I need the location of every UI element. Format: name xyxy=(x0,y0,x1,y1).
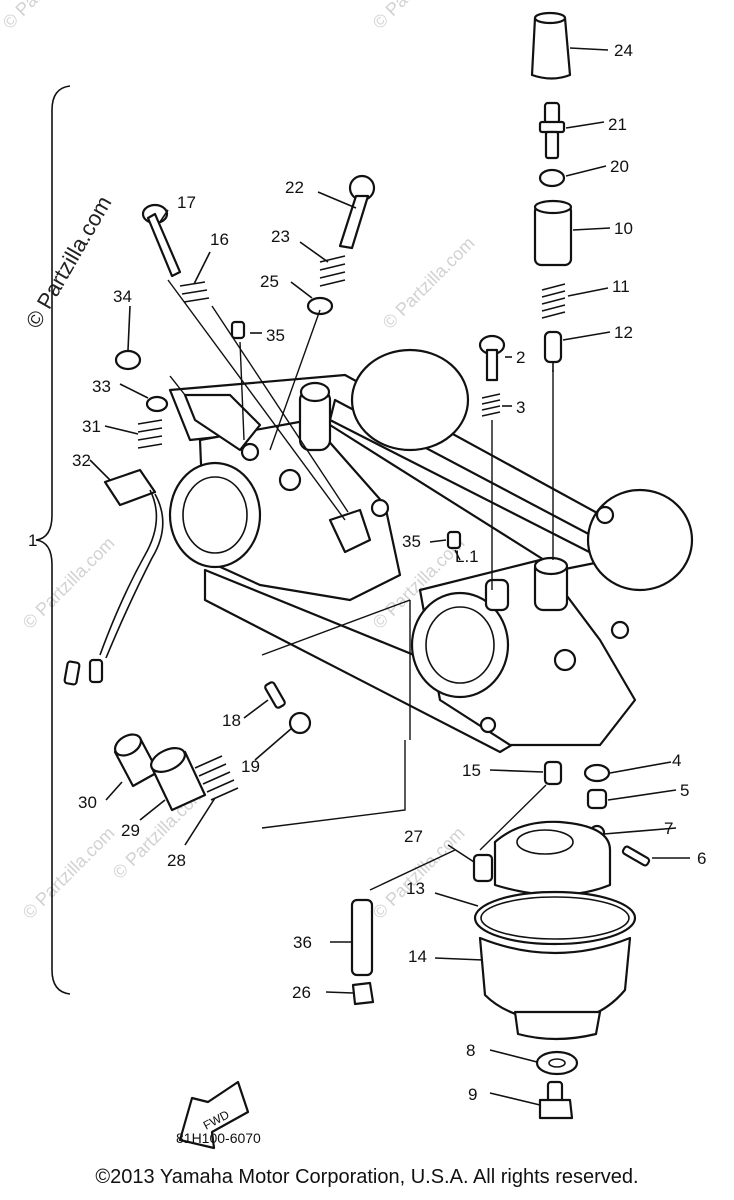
part-6 xyxy=(621,845,651,867)
callout-29: 29 xyxy=(121,821,140,840)
part-14 xyxy=(478,936,632,1024)
callout-25: 25 xyxy=(260,272,279,291)
part-12 xyxy=(543,330,563,364)
part-36 xyxy=(350,898,374,977)
fwd-arrow-icon xyxy=(178,1080,250,1150)
part-20 xyxy=(538,168,566,188)
part-26 xyxy=(351,981,375,1006)
part-35 xyxy=(446,530,462,550)
callout-9: 9 xyxy=(468,1085,477,1104)
callout-20: 20 xyxy=(610,157,629,176)
part-33 xyxy=(145,395,169,413)
callout-33: 33 xyxy=(92,377,111,396)
part-16 xyxy=(179,281,210,303)
callout-8: 8 xyxy=(466,1041,475,1060)
part-4 xyxy=(583,763,611,783)
part-21 xyxy=(543,101,561,125)
callout-27: 27 xyxy=(404,827,423,846)
watermark: © Partzilla.com xyxy=(369,0,469,33)
part-25 xyxy=(306,296,334,316)
callout-1: 1 xyxy=(28,531,37,550)
diagram-code: 81H100-6070 xyxy=(176,1130,261,1146)
callout-16: 16 xyxy=(210,230,229,249)
watermark-dark: © Partzilla.com xyxy=(21,192,117,333)
assembly-lines xyxy=(167,279,554,891)
part-5 xyxy=(586,788,608,810)
part-15 xyxy=(543,760,563,786)
callout-21: 21 xyxy=(608,115,627,134)
callout-24: 24 xyxy=(614,41,633,60)
callout-36: 36 xyxy=(293,933,312,952)
callout-11: 11 xyxy=(612,277,630,296)
callout-3: 3 xyxy=(516,398,525,417)
part-3 xyxy=(481,393,501,417)
callout-4: 4 xyxy=(672,751,681,770)
callout-23: 23 xyxy=(271,227,290,246)
callout-35b: 35 xyxy=(402,532,421,551)
watermark: © Partzilla.com xyxy=(19,823,119,923)
part-13 xyxy=(473,890,637,946)
part-23 xyxy=(319,255,346,287)
part-35 xyxy=(230,320,246,340)
float xyxy=(493,820,612,897)
callout-26: 26 xyxy=(292,983,311,1002)
callout-17: 17 xyxy=(177,193,196,212)
callout-6: 6 xyxy=(697,849,706,868)
callout-19: 19 xyxy=(241,757,260,776)
part-32 xyxy=(103,468,157,507)
part-24 xyxy=(530,16,572,80)
part-31 xyxy=(137,419,163,449)
callout-30: 30 xyxy=(78,793,97,812)
watermark: © Partzilla.com xyxy=(0,0,99,33)
part-18 xyxy=(264,681,286,709)
callout-12: 12 xyxy=(614,323,633,342)
callout-2: 2 xyxy=(516,348,525,367)
callout-34: 34 xyxy=(113,287,132,306)
callout-28: 28 xyxy=(167,851,186,870)
watermark: © Partzilla.com xyxy=(379,233,479,333)
callouts: 24 21 20 10 11 12 2 3 22 23 25 35 17 16 … xyxy=(28,41,706,1104)
leader-lines xyxy=(89,47,690,1106)
callout-15: 15 xyxy=(462,761,481,780)
callout-l1: L.1 xyxy=(455,547,479,566)
part-28 xyxy=(194,755,239,801)
copyright-notice: ©2013 Yamaha Motor Corporation, U.S.A. A… xyxy=(95,1166,639,1188)
part-8 xyxy=(535,1050,579,1076)
callout-31: 31 xyxy=(82,417,101,436)
parts: FWD xyxy=(63,11,651,1150)
part-27 xyxy=(472,853,494,883)
callout-18: 18 xyxy=(222,711,241,730)
callout-13: 13 xyxy=(406,879,425,898)
assembly-brace xyxy=(35,85,71,995)
part-11 xyxy=(541,283,566,319)
callout-10: 10 xyxy=(614,219,633,238)
callout-7: 7 xyxy=(664,819,673,838)
callout-22: 22 xyxy=(285,178,304,197)
carburetor-body xyxy=(168,348,694,754)
callout-32: 32 xyxy=(72,451,91,470)
callout-5: 5 xyxy=(680,781,689,800)
callout-35a: 35 xyxy=(266,326,285,345)
part-19 xyxy=(288,711,312,735)
part-34 xyxy=(114,349,142,371)
callout-14: 14 xyxy=(408,947,427,966)
